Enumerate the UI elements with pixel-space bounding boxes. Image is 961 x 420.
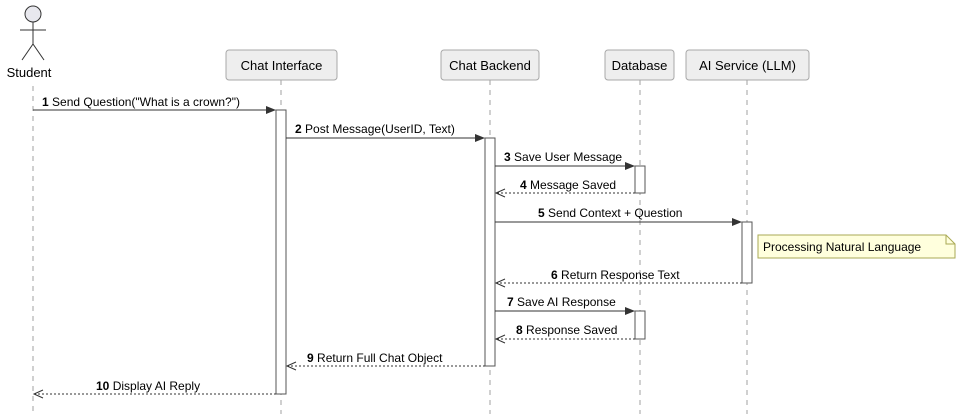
message-8: 8 Response Saved [494,323,635,344]
participant-label: Chat Interface [241,58,323,73]
message-2: 2 Post Message(UserID, Text) [286,122,485,142]
arrowhead-icon [494,334,506,344]
message-label: Save User Message [514,150,622,164]
actor-student: Student [7,5,52,80]
arrowhead-icon [32,389,44,399]
activation-ai-service [741,221,753,284]
svg-text:10 Display AI Reply: 10 Display AI Reply [96,379,200,393]
arrowhead-icon [625,162,635,170]
note-text: Processing Natural Language [763,240,921,254]
svg-text:6 Return Response Text: 6 Return Response Text [551,268,680,282]
participant-ai-service: AI Service (LLM) [685,49,810,81]
svg-text:1 Send Question("What is a cro: 1 Send Question("What is a crown?") [42,95,240,109]
note-processing: Processing Natural Language [757,234,956,259]
svg-text:3 Save User Message: 3 Save User Message [504,150,622,164]
message-number: 3 [504,150,511,164]
message-label: Display AI Reply [113,379,200,393]
arrowhead-icon [475,134,485,142]
activation-chat-backend [484,137,496,367]
svg-text:2 Post Message(UserID, Text): 2 Post Message(UserID, Text) [295,122,455,136]
message-label: Post Message(UserID, Text) [305,122,455,136]
message-4: 4 Message Saved [494,178,635,198]
message-number: 10 [96,379,110,393]
message-label: Save AI Response [517,295,616,309]
message-10: 10 Display AI Reply [32,379,276,399]
actor-head-icon [24,5,42,23]
message-label: Return Full Chat Object [317,351,443,365]
message-6: 6 Return Response Text [494,268,742,288]
message-label: Send Context + Question [548,206,682,220]
message-label: Message Saved [530,178,616,192]
message-9: 9 Return Full Chat Object [285,351,485,371]
actor-label: Student [7,65,52,80]
message-5: 5 Send Context + Question [495,206,742,226]
participant-label: Chat Backend [449,58,531,73]
message-label: Return Response Text [561,268,680,282]
arrowhead-icon [732,218,742,226]
participant-chat-backend: Chat Backend [440,49,540,81]
message-number: 7 [507,295,514,309]
participant-database: Database [604,49,675,81]
message-3: 3 Save User Message [495,150,635,170]
participant-label: Database [612,58,668,73]
participant-chat-interface: Chat Interface [225,49,338,81]
activation-database-1 [634,165,646,194]
arrowhead-icon [266,106,276,114]
message-label: Response Saved [526,323,617,337]
message-1: 1 Send Question("What is a crown?") [33,95,276,114]
arrowhead-icon [494,188,506,198]
arrowhead-icon [285,361,297,371]
arrowhead-icon [494,278,506,288]
svg-text:7 Save AI Response: 7 Save AI Response [507,295,616,309]
message-label: Send Question("What is a crown?") [52,95,240,109]
message-number: 5 [538,206,545,220]
message-number: 6 [551,268,558,282]
svg-text:5 Send Context + Question: 5 Send Context + Question [538,206,682,220]
message-7: 7 Save AI Response [495,295,635,315]
activation-chat-interface [275,109,287,395]
message-number: 4 [520,178,527,192]
message-number: 2 [295,122,302,136]
participant-label: AI Service (LLM) [699,58,796,73]
message-number: 8 [516,323,523,337]
arrowhead-icon [625,307,635,315]
svg-text:9 Return Full Chat Object: 9 Return Full Chat Object [307,351,443,365]
svg-text:4 Message Saved: 4 Message Saved [520,178,616,192]
message-number: 1 [42,95,49,109]
svg-text:8 Response Saved: 8 Response Saved [516,323,617,337]
message-number: 9 [307,351,314,365]
activation-database-2 [634,310,646,340]
